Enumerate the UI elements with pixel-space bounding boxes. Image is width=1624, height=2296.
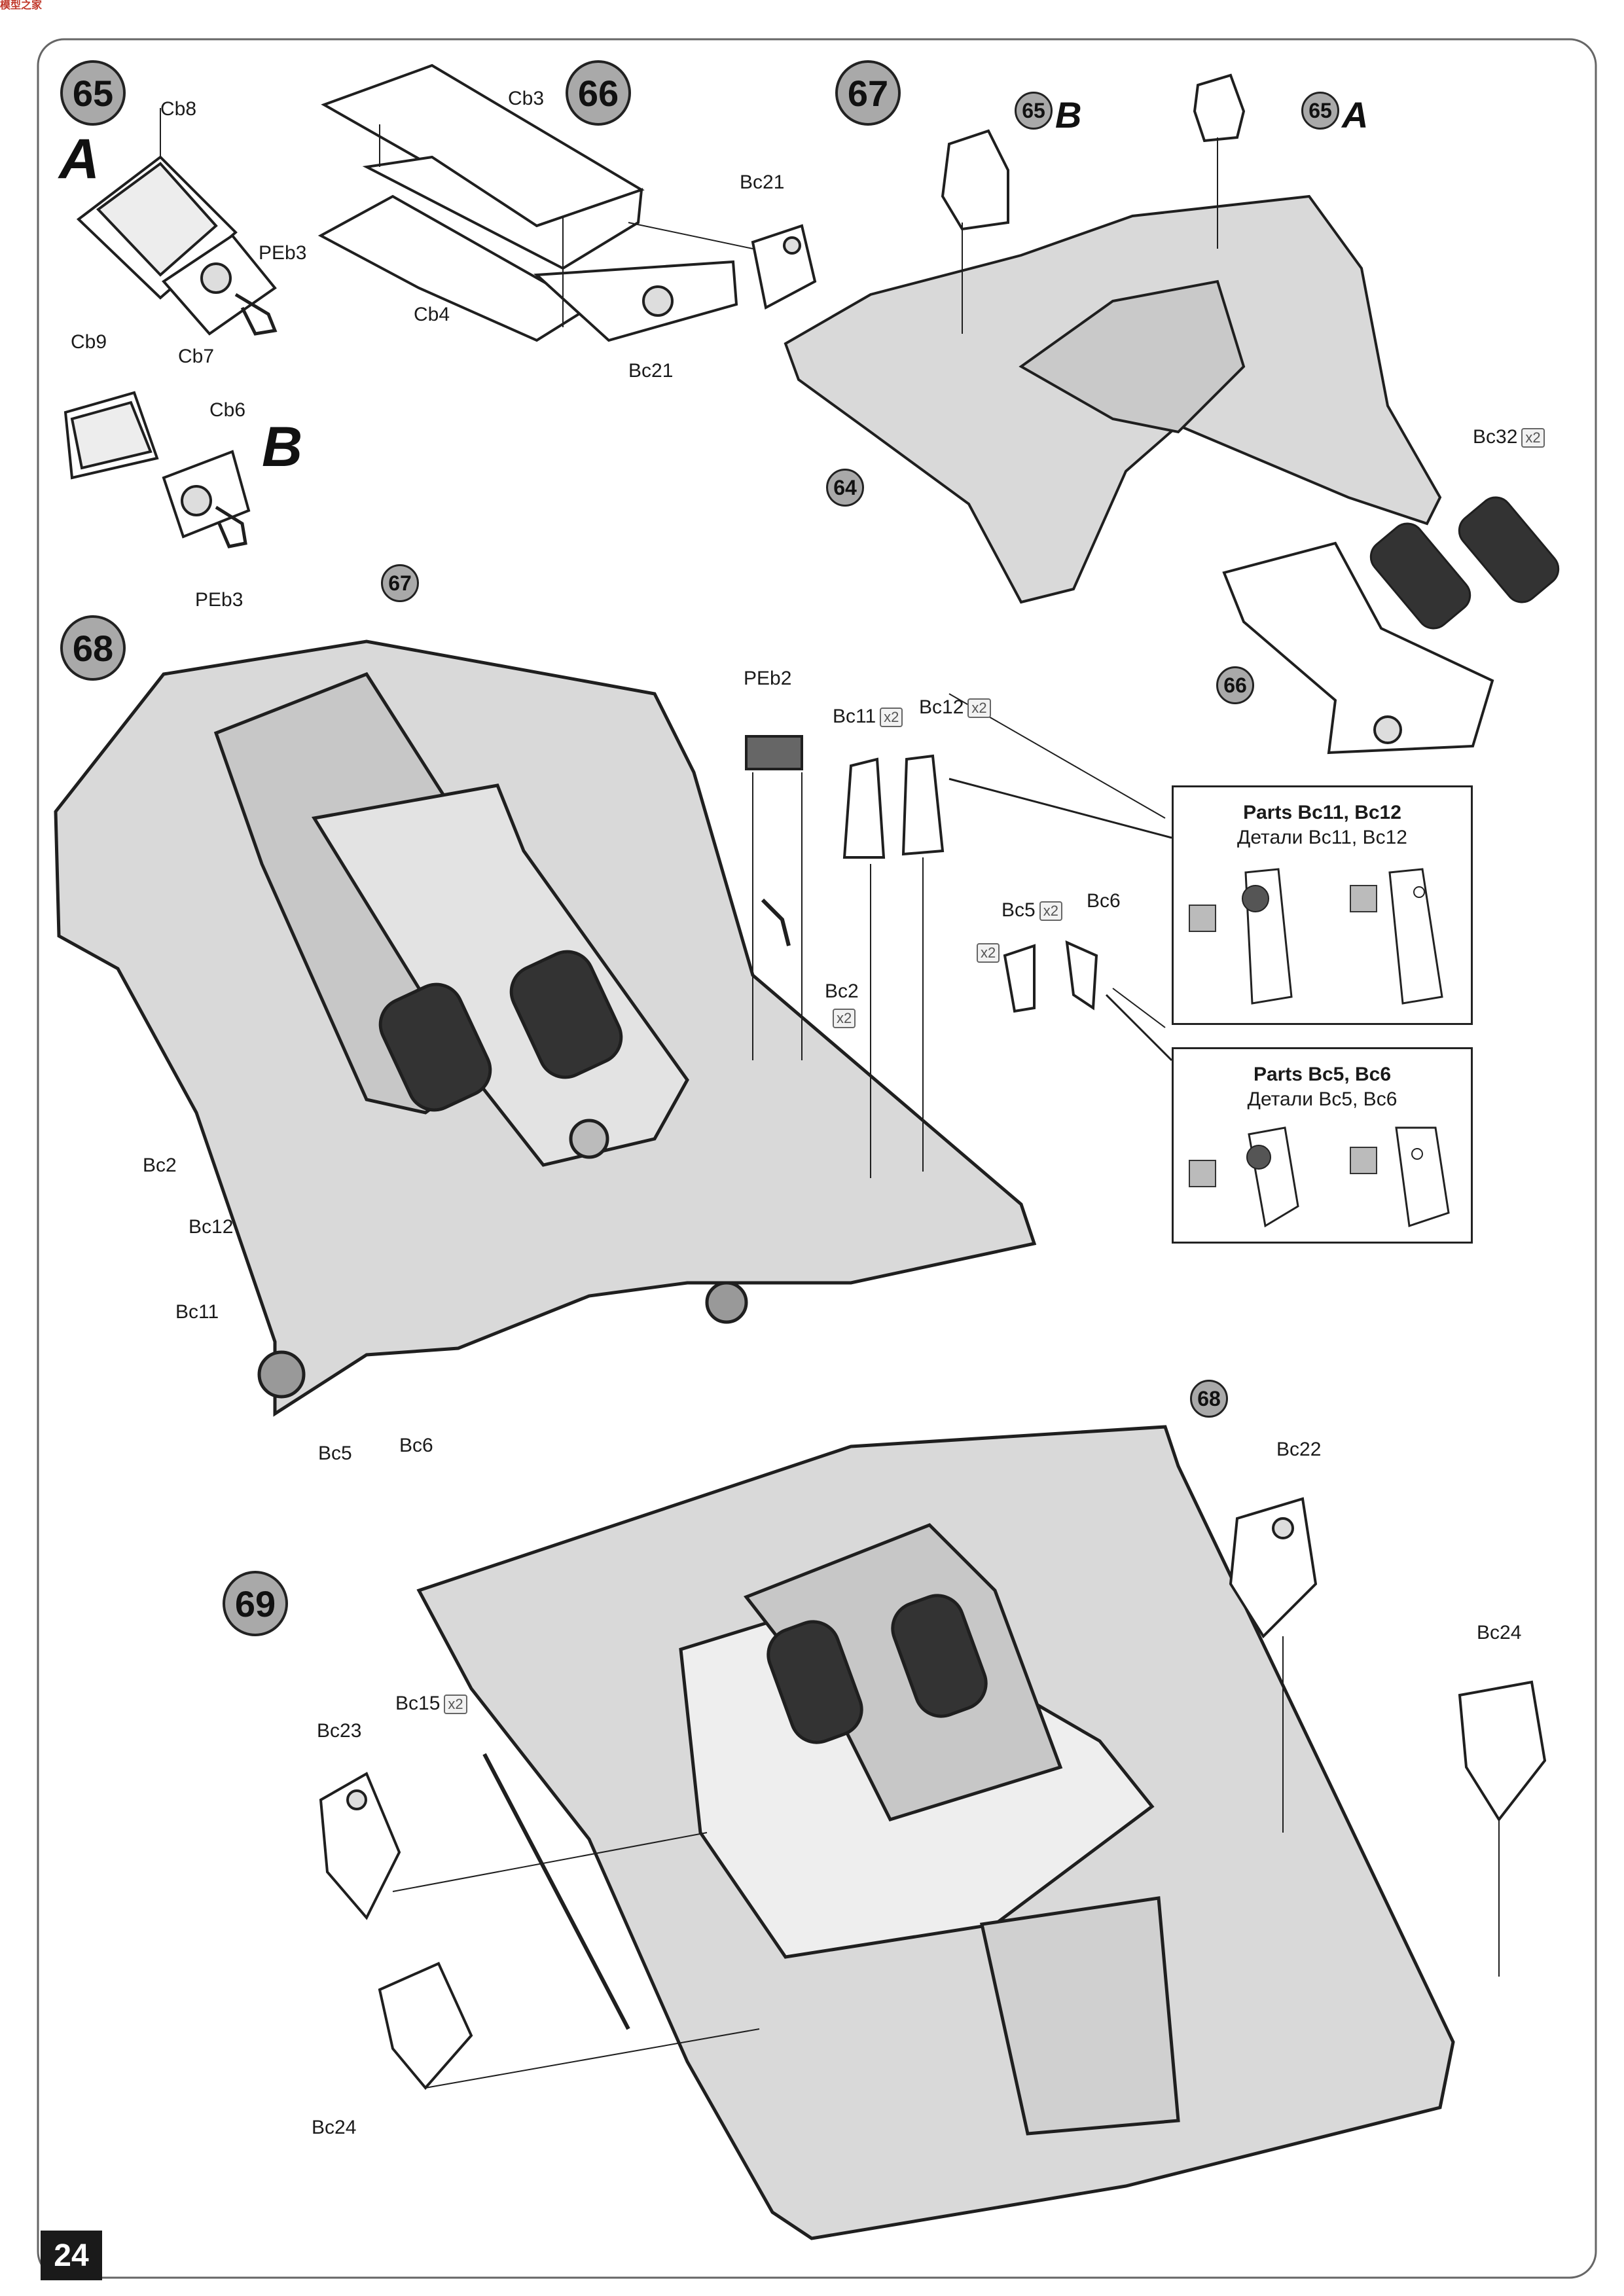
step65-variant-b: B (262, 416, 303, 478)
label-cb6: Cb6 (209, 399, 246, 421)
label-left-bc11: Bc11 (175, 1301, 219, 1323)
label-left-bc6: Bc6 (399, 1435, 433, 1456)
label-bc6: Bc6 (1087, 890, 1121, 912)
step67-part66 (1222, 541, 1494, 755)
label-bc21-b: Bc21 (628, 360, 674, 382)
label-cb8: Cb8 (160, 98, 197, 120)
label-peb3-a: PEb3 (259, 242, 307, 264)
callout1-title: Parts Bc11, Bc12 (1243, 802, 1401, 823)
count-bc32: x2 (1521, 428, 1545, 448)
step67-ref-65b: 65 (1015, 92, 1053, 130)
count-bc5-2: x2 (977, 943, 1000, 963)
label-peb3-b: PEb3 (195, 589, 244, 611)
step68-ref-67: 67 (381, 564, 419, 602)
step-69-badge: 69 (223, 1571, 288, 1636)
callout2-drawing (1189, 1126, 1450, 1228)
step69-ref-68: 68 (1190, 1380, 1228, 1418)
callout2-subtitle: Детали Bc5, Bc6 (1247, 1088, 1398, 1110)
count-bc15: x2 (444, 1695, 467, 1715)
callout-bc11-bc12: Parts Bc11, Bc12 Детали Bc11, Bc12 (1172, 785, 1473, 1025)
label-bc22: Bc22 (1276, 1439, 1322, 1460)
cut-icon-2 (1350, 1147, 1377, 1174)
label-left-bc2: Bc2 (143, 1155, 177, 1176)
step-67-badge: 67 (835, 60, 901, 126)
label-bc24-right: Bc24 (1477, 1622, 1522, 1643)
label-bc12-text: Bc12 (919, 696, 964, 718)
count-bc2-wrap: x2 (829, 1008, 856, 1029)
count-bc11: x2 (880, 708, 903, 728)
callout-bc5-bc6: Parts Bc5, Bc6 Детали Bc5, Bc6 (1172, 1047, 1473, 1244)
step-68-badge: 68 (60, 615, 126, 681)
label-cb4: Cb4 (414, 304, 450, 325)
label-left-bc12: Bc12 (189, 1216, 234, 1238)
label-bc24-left: Bc24 (312, 2117, 357, 2138)
cut-icon (1350, 885, 1377, 912)
corner-logo: 模型之家 (0, 0, 43, 11)
step65-variant-a: A (59, 128, 100, 190)
label-peb2: PEb2 (744, 668, 792, 689)
step65-part-b (63, 391, 251, 548)
step67-ref-65a-letter: A (1342, 94, 1369, 135)
step67-ref-66: 66 (1216, 666, 1254, 704)
glue-icon-2 (1189, 1160, 1216, 1187)
step67-ref-65a: 65 (1301, 92, 1339, 130)
count-bc12: x2 (967, 698, 991, 719)
step67-frame (784, 73, 1442, 604)
step69-frame (416, 1425, 1455, 2240)
label-bc21-a: Bc21 (740, 171, 785, 193)
label-bc11-text: Bc11 (833, 706, 876, 727)
label-cb9: Cb9 (71, 331, 107, 353)
step65-part-a (76, 108, 278, 336)
label-cb7: Cb7 (178, 346, 215, 367)
step-66-badge: 66 (566, 60, 631, 126)
callout1-pointer (948, 778, 1172, 839)
callout2-pointer (1105, 994, 1173, 1062)
step-65-badge: 65 (60, 60, 126, 126)
step68-frame (54, 639, 1037, 1417)
label-bc23: Bc23 (317, 1720, 362, 1742)
page-border (37, 38, 1597, 2279)
callout1-drawing (1189, 868, 1443, 1005)
step67-ref-64: 64 (826, 469, 864, 507)
label-cb3: Cb3 (508, 88, 545, 109)
callout2-title: Parts Bc5, Bc6 (1253, 1064, 1392, 1085)
label-bc32-text: Bc32 (1473, 426, 1518, 448)
label-bc15-text: Bc15 (395, 1693, 441, 1714)
step67-springs (1369, 496, 1560, 630)
glue-icon (1189, 905, 1216, 932)
label-left-bc5: Bc5 (318, 1443, 352, 1464)
callout1-subtitle: Детали Bc11, Bc12 (1237, 827, 1407, 848)
page-number: 24 (41, 2231, 102, 2280)
label-bc2: Bc2 (825, 980, 859, 1002)
step69-loose-parts (319, 1497, 1547, 2090)
label-bc5-text: Bc5 (1001, 899, 1036, 921)
count-bc5-second: x2 (973, 942, 1000, 963)
count-bc5: x2 (1039, 901, 1062, 922)
step68-loose-parts (745, 693, 1166, 1178)
step66-part (317, 63, 817, 342)
step67-ref-65b-letter: B (1055, 94, 1082, 135)
count-bc2: x2 (833, 1009, 856, 1029)
